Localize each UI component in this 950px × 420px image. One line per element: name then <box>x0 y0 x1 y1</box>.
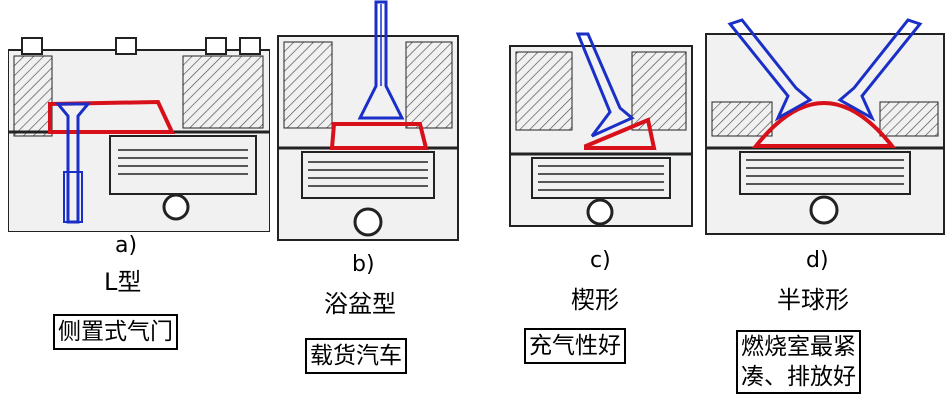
panel-d-note-line-1: 燃烧室最紧 <box>741 334 856 360</box>
hemispherical-engine-drawing <box>705 18 945 235</box>
panel-c-type-label: 楔形 <box>571 286 619 314</box>
panel-b-note: 载货汽车 <box>305 338 407 374</box>
intake-valve-outline <box>727 18 813 122</box>
panel-a-type-label: L型 <box>104 268 142 296</box>
diagram-panel-a <box>8 32 270 232</box>
piston-rings <box>746 159 904 185</box>
piston-rings <box>118 149 248 175</box>
wedge-engine-drawing <box>509 32 693 227</box>
panel-d-note-line-2: 凑、排放好 <box>741 364 856 390</box>
panel-a-letter: a) <box>115 233 138 258</box>
panel-d-letter: d) <box>806 248 829 273</box>
combustion-chamber-outline <box>48 99 176 134</box>
panel-b-letter: b) <box>352 252 375 277</box>
valve-outline <box>575 32 635 138</box>
valve-outline <box>357 0 405 120</box>
panel-a-note: 侧置式气门 <box>53 314 178 350</box>
bathtub-engine-drawing <box>277 0 459 241</box>
diagram-panel-b <box>276 0 460 242</box>
combustion-chamber-outline <box>329 122 429 150</box>
bolt-heads <box>21 37 261 55</box>
piston-rings <box>308 161 428 187</box>
panel-c-note: 充气性好 <box>524 328 626 364</box>
diagram-panel-d <box>704 10 946 236</box>
piston-rings <box>538 165 664 191</box>
exhaust-valve-outline <box>837 18 923 122</box>
combustion-chamber-outline <box>751 101 897 148</box>
panel-b-type-label: 浴盆型 <box>324 290 396 318</box>
l-head-engine-drawing <box>8 37 270 232</box>
panel-d-type-label: 半球形 <box>777 286 849 314</box>
combustion-chamber-outline <box>584 117 657 150</box>
diagram-panel-c <box>508 32 694 228</box>
panel-d-note: 燃烧室最紧 凑、排放好 <box>736 330 861 394</box>
panel-c-letter: c) <box>590 248 611 273</box>
